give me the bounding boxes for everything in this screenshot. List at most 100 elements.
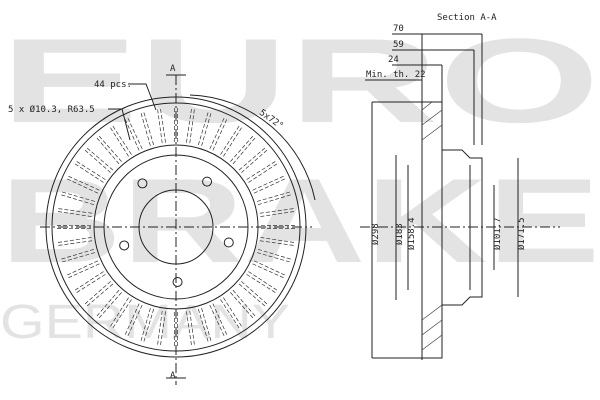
cooling-vanes [55,106,297,348]
vane [238,146,267,171]
bolt-hole [137,178,148,189]
vane [186,106,193,143]
vane [142,308,155,344]
bolt-hole [202,176,213,187]
vane [74,274,106,294]
section-title: Section A-A [437,13,497,23]
width-59: 59 [393,40,404,50]
vane [109,297,129,329]
diameter-158-4: Ø158.4 [406,217,417,250]
vane [209,304,226,338]
watermark-germany: GERMANY [0,296,290,349]
vane [97,134,122,162]
min-thickness: Min. th. 22 [366,70,426,80]
vane [60,191,96,202]
watermark-euro: EURO [0,14,600,148]
vane [56,240,93,247]
vane [253,177,287,194]
vane [189,310,196,347]
width-70: 70 [393,24,404,34]
vane [256,252,292,263]
section-mark-bottom: A [170,371,176,381]
vane [59,248,95,261]
vane [223,297,243,329]
vane [73,162,104,183]
front-view: A A 44 pcs. 5 x Ø10.3, R63.5 5x72° [8,64,316,385]
vane [65,260,99,277]
diameter-183: Ø183 [394,223,405,245]
vane [55,210,92,217]
vane [252,175,286,191]
vane [186,311,193,348]
vane [201,307,212,343]
vane [126,304,143,338]
vane [241,281,269,306]
vane [230,292,255,320]
section-view: Section A-A 70 59 24 Min. th. 22 Ø298 Ø1… [360,13,560,360]
vane [124,303,140,337]
vane [126,116,143,150]
bolt-hole [172,276,183,287]
vane [241,148,269,173]
vane [85,146,114,171]
vane [238,283,267,308]
vane [83,281,111,306]
vane [95,289,120,318]
diameter-298: Ø298 [370,223,381,245]
vane [260,237,297,244]
vane [189,107,196,144]
vane [55,237,92,244]
vane [73,271,104,292]
vane [253,260,287,277]
vane [260,210,297,217]
vane [83,148,111,173]
vanes-label: 44 pcs. [94,80,132,90]
section-mark-top: A [170,64,176,74]
vane [159,311,166,348]
vane [232,289,257,318]
vane [74,160,106,180]
bolt-pattern-label: 5 x Ø10.3, R63.5 [8,104,95,115]
vane [197,110,210,146]
vane [95,136,120,165]
vane [140,307,151,343]
vane [85,283,114,308]
vane [259,207,296,214]
vane [60,252,96,263]
vane [246,160,278,180]
vane [65,177,99,194]
bolt-holes [119,176,234,287]
vane [223,125,243,157]
vane [159,106,166,143]
diameter-101-7: Ø101.7 [492,217,503,250]
vane [97,292,122,320]
vane [212,117,228,151]
vane [66,175,100,191]
vane [220,124,241,155]
vane [248,162,279,183]
vane [256,191,292,202]
vane [156,107,163,144]
vane [209,116,226,150]
vane [142,110,155,146]
vane [111,124,132,155]
vane [232,136,257,165]
diameter-171-5: Ø171.5 [516,217,527,250]
vane [248,271,279,292]
watermark: EURO BRAKE GERMANY [0,14,600,349]
bolt-hole [119,240,130,251]
vane [197,308,210,344]
vane [111,299,132,330]
vane [124,117,140,151]
vane [56,207,93,214]
vane [259,240,296,247]
vane [246,274,278,294]
vane [252,263,286,279]
vane [257,248,293,261]
vane [257,193,293,206]
vane [66,263,100,279]
vane [212,303,228,337]
vane [109,125,129,157]
vane [201,111,212,147]
